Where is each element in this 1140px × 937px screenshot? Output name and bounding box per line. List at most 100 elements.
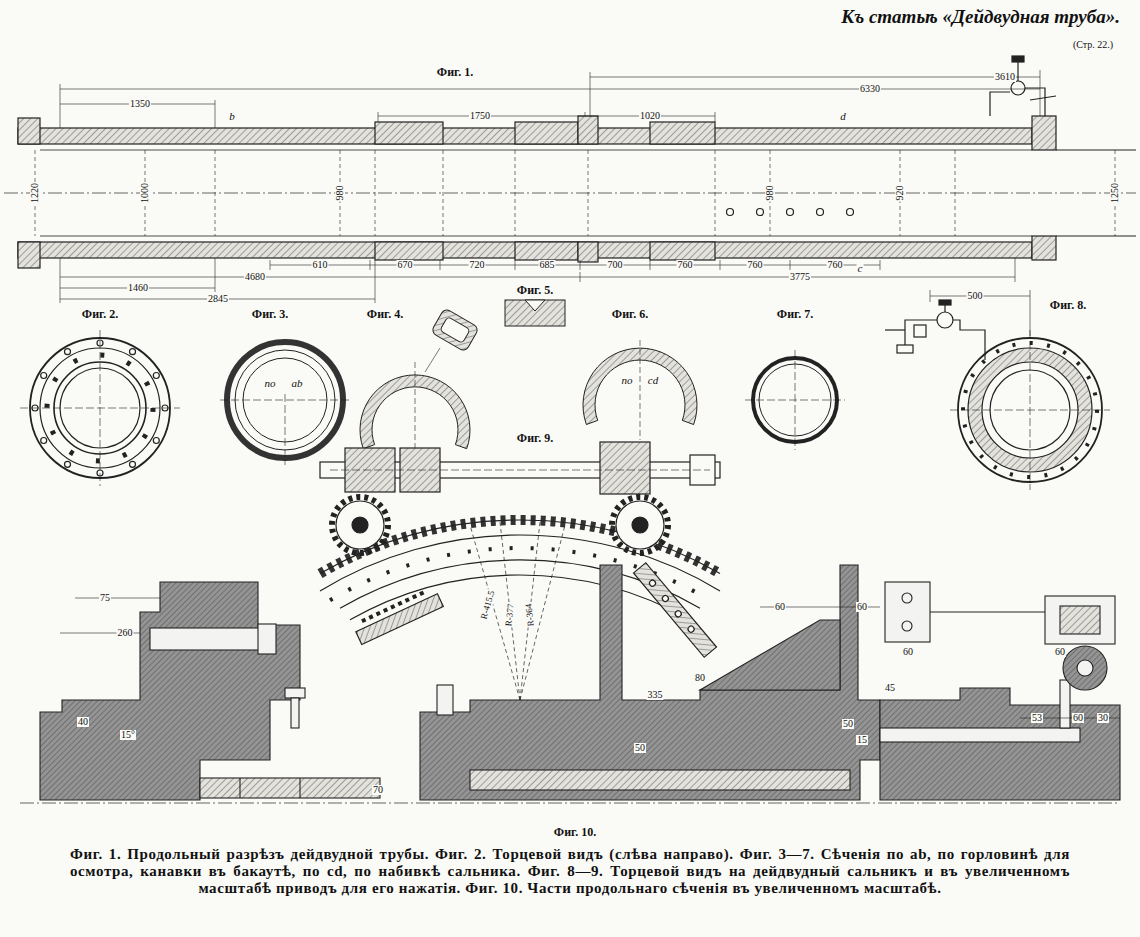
gland-drive-gear [634,563,717,658]
end-view-flange [41,373,47,379]
stern-tube-section [1056,235,1136,236]
end-view-flange [65,349,71,355]
gland-packing-section [795,350,796,450]
stern-tube-section [18,118,40,144]
lignum-vitae-groove [505,300,565,326]
end-view-flange [130,349,136,355]
stern-tube-section [1011,81,1025,95]
figure-label: Фиг. 2. [81,308,119,320]
dimension-label: 15 [856,735,868,745]
dimension-label: 1350 [129,99,151,109]
gland-drive-gear [674,610,682,618]
section-letter: по [264,378,277,389]
enlarged-section [299,778,300,798]
stern-tube-section [1030,96,1056,100]
dimension-label: 60 [1072,713,1084,723]
enlarged-section [258,624,276,654]
dimension-lines [60,84,61,128]
section-letter: b [228,111,236,122]
stern-tube-section [1032,236,1056,260]
dimension-label: 760 [827,260,844,270]
dimension-lines [590,77,1040,78]
enlarged-section [239,778,240,798]
section-ab [285,394,286,465]
dimension-lines [270,260,271,270]
enlarged-section [880,728,1080,742]
dimension-lines [580,272,581,282]
radius-label: R-415.5 [479,589,496,622]
dimension-label: 2845 [207,294,229,304]
dimension-lines [60,70,1040,336]
figure-label: Фиг. 1. [436,66,474,78]
inspection-neck-section [425,348,440,372]
section-letter: d [839,111,847,122]
dimension-lines [590,72,591,116]
diameter-label: 920 [895,185,905,202]
dimension-lines [1040,70,1041,116]
stern-tube-section [757,209,764,216]
dimension-label: 500 [967,291,984,301]
enlarged-section [20,803,1120,804]
gland-drive-gear [520,522,540,700]
end-view-flange [65,461,71,467]
section-ab [220,342,350,465]
gland-drive-gear [632,517,648,533]
enlarged-section [902,593,912,603]
enlarged-section [1045,596,1115,644]
dimension-label: 260 [117,628,134,638]
gland-drive-gear [600,442,650,494]
dimension-label: 60 [1054,647,1066,657]
stern-tube-section [817,209,824,216]
stern-tube-section [578,116,598,144]
enlarged-section [75,598,160,599]
stern-tube-section [375,122,443,144]
stern-tube-section [375,150,376,236]
dimension-lines [378,116,715,117]
dimension-label: 40 [77,717,89,727]
dimension-label: 60 [902,647,914,657]
dimension-lines [720,260,721,270]
dimension-lines [270,265,880,266]
gland-drive-gear [634,563,717,658]
inspection-neck-section [431,308,480,352]
gland-drive-gear [362,592,425,622]
enlarged-section [291,698,299,728]
stern-tube-section [1056,149,1136,150]
gland-drive-gear [353,587,443,644]
figure-label: Фиг. 4. [366,308,404,320]
gland-drive-gear [500,522,520,700]
dimension-label: 1460 [127,283,149,293]
stern-gland-end-view [885,329,905,330]
dimension-label: 610 [312,260,329,270]
stern-gland-end-view [1030,330,1031,490]
gland-drive-gear [320,442,720,700]
enlarged-section [285,688,305,698]
dimension-label: 60 [774,602,786,612]
section-letter: ab [291,378,304,389]
stern-tube-section [18,242,40,268]
dimension-lines [715,112,716,122]
stern-tube-section [955,150,956,236]
dimension-label: 15° [120,730,136,740]
stern-gland-end-view [897,345,913,353]
figure-label: Фиг. 9. [516,432,554,444]
figure-caption: Фиг. 1. Продольный разрѣзъ дейдвудной тр… [70,846,1070,897]
gland-drive-gear [612,497,668,553]
section-letter: по [621,375,634,386]
dimension-label: 4680 [244,272,266,282]
dimension-label: 1020 [639,111,661,121]
end-view-flange [130,461,136,467]
enlarged-section [420,565,880,800]
enlarged-section [1077,660,1093,676]
stern-tube-section [847,209,854,216]
end-view-flange [41,438,47,444]
dimension-label: 80 [694,673,706,683]
dimension-lines [1015,258,1016,282]
stern-tube-section [990,92,1010,116]
stern-tube-section [650,242,715,260]
stern-tube-section [515,122,578,144]
dimension-label: 335 [647,690,664,700]
inspection-neck-section [431,308,480,352]
lignum-vitae-groove [505,300,565,326]
dimension-lines [378,112,379,122]
